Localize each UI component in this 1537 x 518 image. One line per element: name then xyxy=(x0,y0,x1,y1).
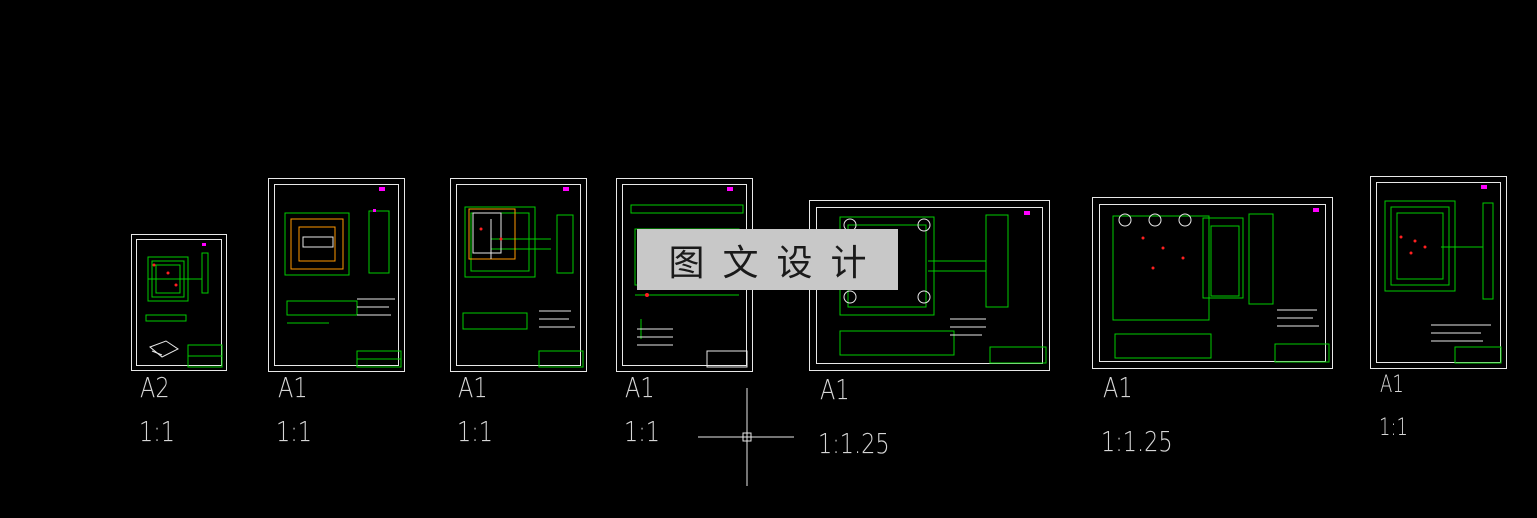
sheet-5-size-label: A1 xyxy=(820,373,850,406)
sheet-4-size-label: A1 xyxy=(625,371,655,404)
sheet-1-size-label: A2 xyxy=(140,371,170,404)
drawing-sheet-3[interactable] xyxy=(450,178,587,372)
sheet-6-scale-label: 1:1.25 xyxy=(1101,425,1173,458)
sheet-5-scale-label: 1:1.25 xyxy=(818,427,890,460)
sheet-1-scale-label: 1:1 xyxy=(139,415,176,448)
sheet-3-geometry xyxy=(462,187,584,368)
sheet-2-geometry xyxy=(284,187,402,368)
sheet-2-size-label: A1 xyxy=(278,371,308,404)
watermark-banner: 图文设计 xyxy=(637,229,898,290)
sheet-6-size-label: A1 xyxy=(1103,371,1133,404)
sheet-7-size-label: A1 xyxy=(1380,370,1404,398)
sheet-3-size-label: A1 xyxy=(458,371,488,404)
drawing-sheet-2[interactable] xyxy=(268,178,405,372)
watermark-text: 图文设计 xyxy=(668,242,885,284)
sheet-1-geometry xyxy=(145,243,223,368)
crosshair-cursor-icon xyxy=(698,388,794,486)
drawing-sheet-1[interactable] xyxy=(131,234,227,371)
sheet-7-scale-label: 1:1 xyxy=(1379,413,1408,441)
sheet-3-scale-label: 1:1 xyxy=(457,415,494,448)
sheet-7-geometry xyxy=(1384,185,1502,364)
drawing-sheet-6[interactable] xyxy=(1092,197,1333,369)
sheet-4-scale-label: 1:1 xyxy=(624,415,661,448)
sheet-2-scale-label: 1:1 xyxy=(276,415,313,448)
drawing-sheet-7[interactable] xyxy=(1370,176,1507,369)
sheet-6-geometry xyxy=(1112,208,1330,363)
